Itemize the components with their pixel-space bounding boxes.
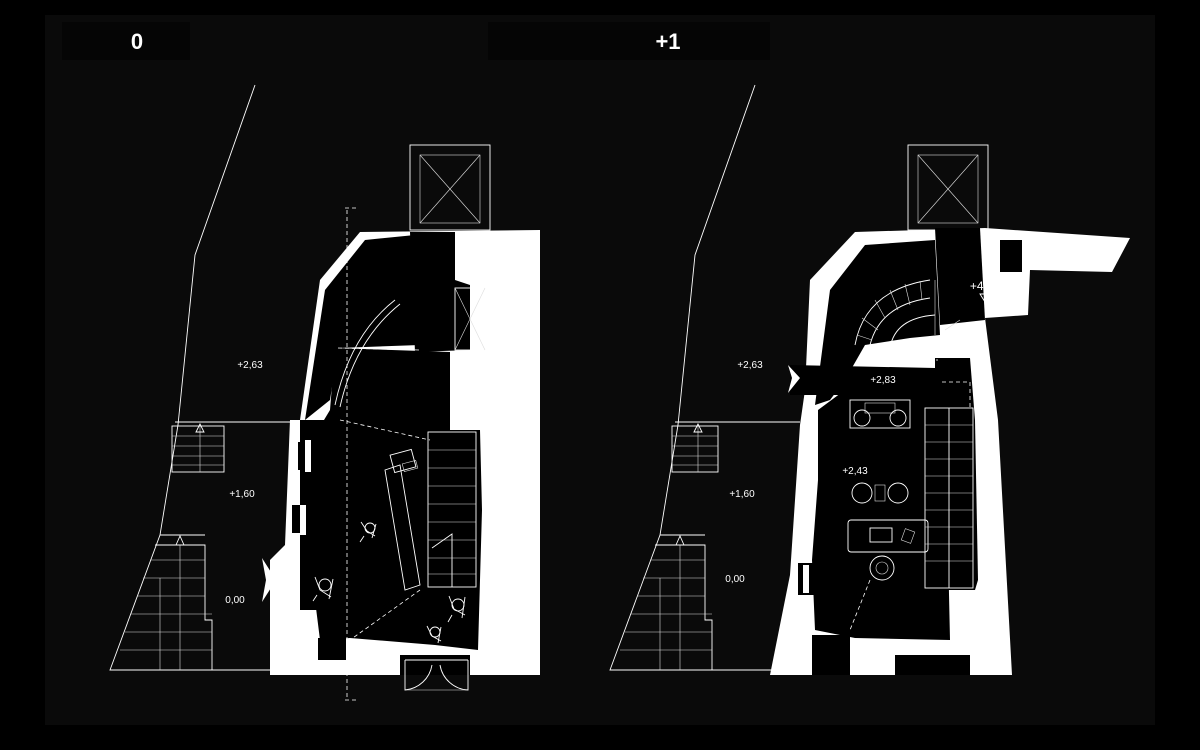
- section-lines-2: [849, 359, 938, 631]
- level-label-bottom: 0,00: [225, 595, 245, 606]
- building-walls-2: [770, 228, 1130, 675]
- section-lines: [337, 207, 431, 701]
- level-label-bottom-2: 0,00: [725, 574, 745, 585]
- level-label-landing: +2,83: [870, 375, 896, 386]
- level-label-upper: +4,53: [970, 279, 1001, 293]
- floor-label-0-text: 0: [131, 29, 143, 54]
- spiral-stair: [854, 279, 961, 349]
- curved-glazing: [334, 299, 401, 408]
- arrow-marker-2: [788, 365, 800, 393]
- wall-openings: [292, 440, 320, 535]
- level-marker-upper: [979, 293, 991, 303]
- counter: [384, 448, 421, 591]
- entrance-arrow: [262, 558, 276, 602]
- floor-label-plus1-text: +1: [655, 29, 680, 54]
- exterior-stair-upper: [171, 422, 225, 473]
- plan-ground-floor: 0: [62, 22, 540, 701]
- floor-label-0: 0: [62, 22, 190, 60]
- level-label-middle-2: +1,60: [729, 489, 755, 500]
- storage-box: [454, 287, 486, 351]
- site-outline-2: [609, 84, 800, 671]
- site-outline: [109, 84, 300, 671]
- plan-first-floor: +1: [488, 22, 1130, 675]
- level-label-top: +2,63: [237, 360, 263, 371]
- exterior-stair-upper-2: [671, 422, 719, 473]
- interior-stair-2: [924, 381, 974, 589]
- elevator-shaft: [409, 144, 491, 231]
- floor-label-plus1: +1: [488, 22, 770, 60]
- level-label-top-2: +2,63: [737, 360, 763, 371]
- furniture-tables: [847, 399, 929, 581]
- people-figures: [312, 521, 466, 644]
- level-label-room: +2,43: [842, 466, 868, 477]
- exterior-stair-lower-2: [620, 534, 713, 670]
- level-label-middle: +1,60: [229, 489, 255, 500]
- window-2: [803, 565, 809, 593]
- interior-stair: [427, 431, 477, 588]
- exterior-stair-lower: [120, 534, 213, 670]
- entrance-doors: [404, 659, 469, 691]
